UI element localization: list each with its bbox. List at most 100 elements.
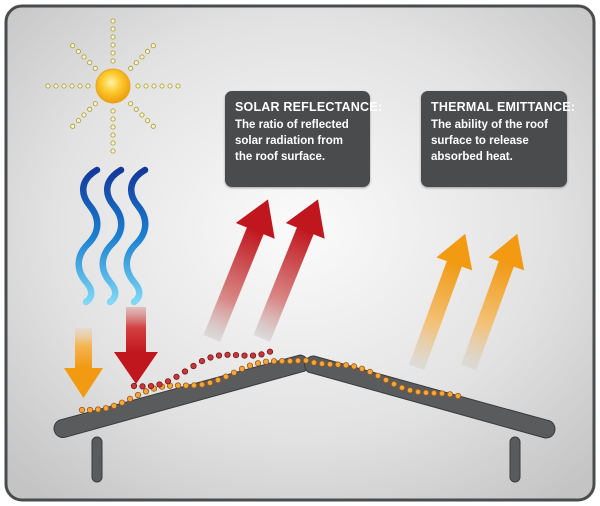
- absorbed-heat-particle: [86, 406, 94, 414]
- absorbed-heat-particle: [366, 368, 374, 375]
- absorbed-heat-particle: [78, 406, 86, 414]
- absorbed-heat-particle: [334, 361, 342, 368]
- right-roof-support: [509, 436, 521, 483]
- emitted-arrow-1-shaft: [409, 259, 463, 370]
- sun-ray-dot: [110, 58, 116, 64]
- heat-wave-2: [99, 166, 125, 306]
- sun-ray-dot: [81, 112, 87, 118]
- absorbed-heat-particle: [118, 399, 126, 406]
- arrow-up-right-icon: [235, 199, 275, 239]
- absorbed-heat-particle: [142, 388, 150, 395]
- sun-ray-dot: [139, 54, 145, 60]
- absorbed-heat-particle: [102, 405, 110, 412]
- absorbed-heat-particle: [198, 381, 206, 388]
- reflected-radiation-particle: [147, 382, 155, 390]
- sun-ray-dot: [128, 101, 134, 107]
- reflected-radiation-particle: [190, 362, 197, 370]
- reflected-radiation-particle: [173, 373, 180, 380]
- absorbed-heat-particle: [126, 395, 134, 402]
- reflected-radiation-particle: [130, 382, 138, 390]
- sun-ray-dot: [167, 83, 173, 89]
- sun-ray-dot: [53, 83, 59, 89]
- sun-ray-dot: [77, 83, 83, 89]
- thermal-emittance-label: THERMAL EMITTANCE: The ability of the ro…: [421, 91, 575, 187]
- sun-ray-dot: [128, 65, 134, 71]
- absorbed-heat-particle: [422, 389, 430, 396]
- absorbed-heat-particle: [174, 382, 182, 389]
- reflected-arrow-2: [253, 199, 325, 342]
- reflected-radiation-particle: [215, 352, 223, 359]
- sun-ray-dot: [159, 83, 165, 89]
- absorbed-heat-particle: [374, 372, 382, 379]
- absorbed-heat-particle: [310, 359, 318, 366]
- absorbed-heat-particle: [294, 357, 302, 364]
- absorbed-heat-particle: [414, 388, 422, 395]
- solar-reflectance-label: SOLAR REFLECTANCE: The ratio of reflecte…: [225, 91, 382, 187]
- emitted-arrow-1: [409, 233, 473, 370]
- sun-ray-dot: [75, 48, 81, 54]
- incoming-orange-shaft: [75, 328, 92, 368]
- sun-ray-dot: [110, 148, 116, 154]
- sun-ray-dot: [145, 48, 151, 54]
- sun-ray-dot: [143, 83, 149, 89]
- absorbed-heat-particle: [238, 365, 246, 372]
- absorbed-heat-particle: [342, 362, 350, 369]
- sun-ray-dot: [45, 83, 51, 89]
- left-roof-support: [91, 436, 103, 483]
- sun-ray-dot: [69, 83, 75, 89]
- reflected-radiation-particle: [258, 351, 265, 358]
- sun-ray-dot: [87, 106, 93, 112]
- sun-ray-dot: [61, 83, 67, 89]
- absorbed-heat-particle: [214, 376, 222, 384]
- sun-ray-dot: [70, 43, 76, 49]
- heat-wave-3: [123, 166, 149, 306]
- reflected-radiation-particle: [164, 378, 172, 385]
- sun-ray-dot: [110, 140, 116, 146]
- reflected-arrow-1-shaft: [203, 225, 265, 342]
- reflected-radiation-particle: [241, 352, 248, 359]
- absorbed-heat-particle: [262, 358, 270, 365]
- left-roof-panel: [53, 354, 309, 438]
- reflected-radiation-particle: [181, 368, 189, 375]
- sun-ray-dot: [92, 65, 98, 71]
- particle-layer: [78, 348, 462, 414]
- absorbed-heat-particle: [278, 357, 286, 365]
- absorbed-heat-particle: [326, 361, 334, 368]
- sun-ray-dot: [85, 83, 91, 89]
- arrow-up-right-icon: [285, 199, 325, 239]
- sun-ray-dot: [110, 116, 116, 122]
- absorbed-heat-particle: [350, 363, 358, 370]
- absorbed-heat-particle: [438, 390, 446, 397]
- sun-ray-dot: [110, 108, 116, 114]
- absorbed-heat-particle: [398, 384, 406, 391]
- sun-ray-dot: [110, 50, 116, 56]
- absorbed-heat-particle: [406, 387, 414, 394]
- reflected-radiation-particle: [232, 351, 240, 359]
- sun-icon: [45, 18, 181, 154]
- sun-ray-dot: [175, 83, 181, 89]
- reflected-radiation-particle: [198, 357, 206, 365]
- sun-disc: [95, 68, 131, 104]
- absorbed-heat-particle: [182, 382, 190, 389]
- arrow-up-right-icon: [488, 233, 525, 271]
- emitted-arrow-2-shaft: [461, 259, 515, 370]
- sun-ray-dot: [133, 60, 139, 66]
- reflected-radiation-particle: [249, 352, 257, 359]
- solar-reflectance-line: solar radiation from: [235, 135, 343, 147]
- sun-ray-dot: [139, 112, 145, 118]
- heat-wave-icon: [75, 166, 149, 306]
- absorbed-heat-particle: [230, 369, 238, 376]
- sun-ray-dot: [133, 106, 139, 112]
- sun-ray-dot: [150, 43, 156, 49]
- sun-ray-dot: [145, 118, 151, 124]
- sun-ray-dot: [110, 132, 116, 138]
- reflected-radiation-particle: [139, 383, 146, 390]
- reflected-radiation-particle: [207, 354, 214, 361]
- sun-ray-dot: [75, 118, 81, 124]
- reflected-arrow-2-shaft: [253, 225, 315, 342]
- incoming-orange-arrow: [64, 328, 103, 398]
- reflected-arrow-1: [203, 199, 275, 342]
- absorbed-heat-particle: [94, 406, 102, 413]
